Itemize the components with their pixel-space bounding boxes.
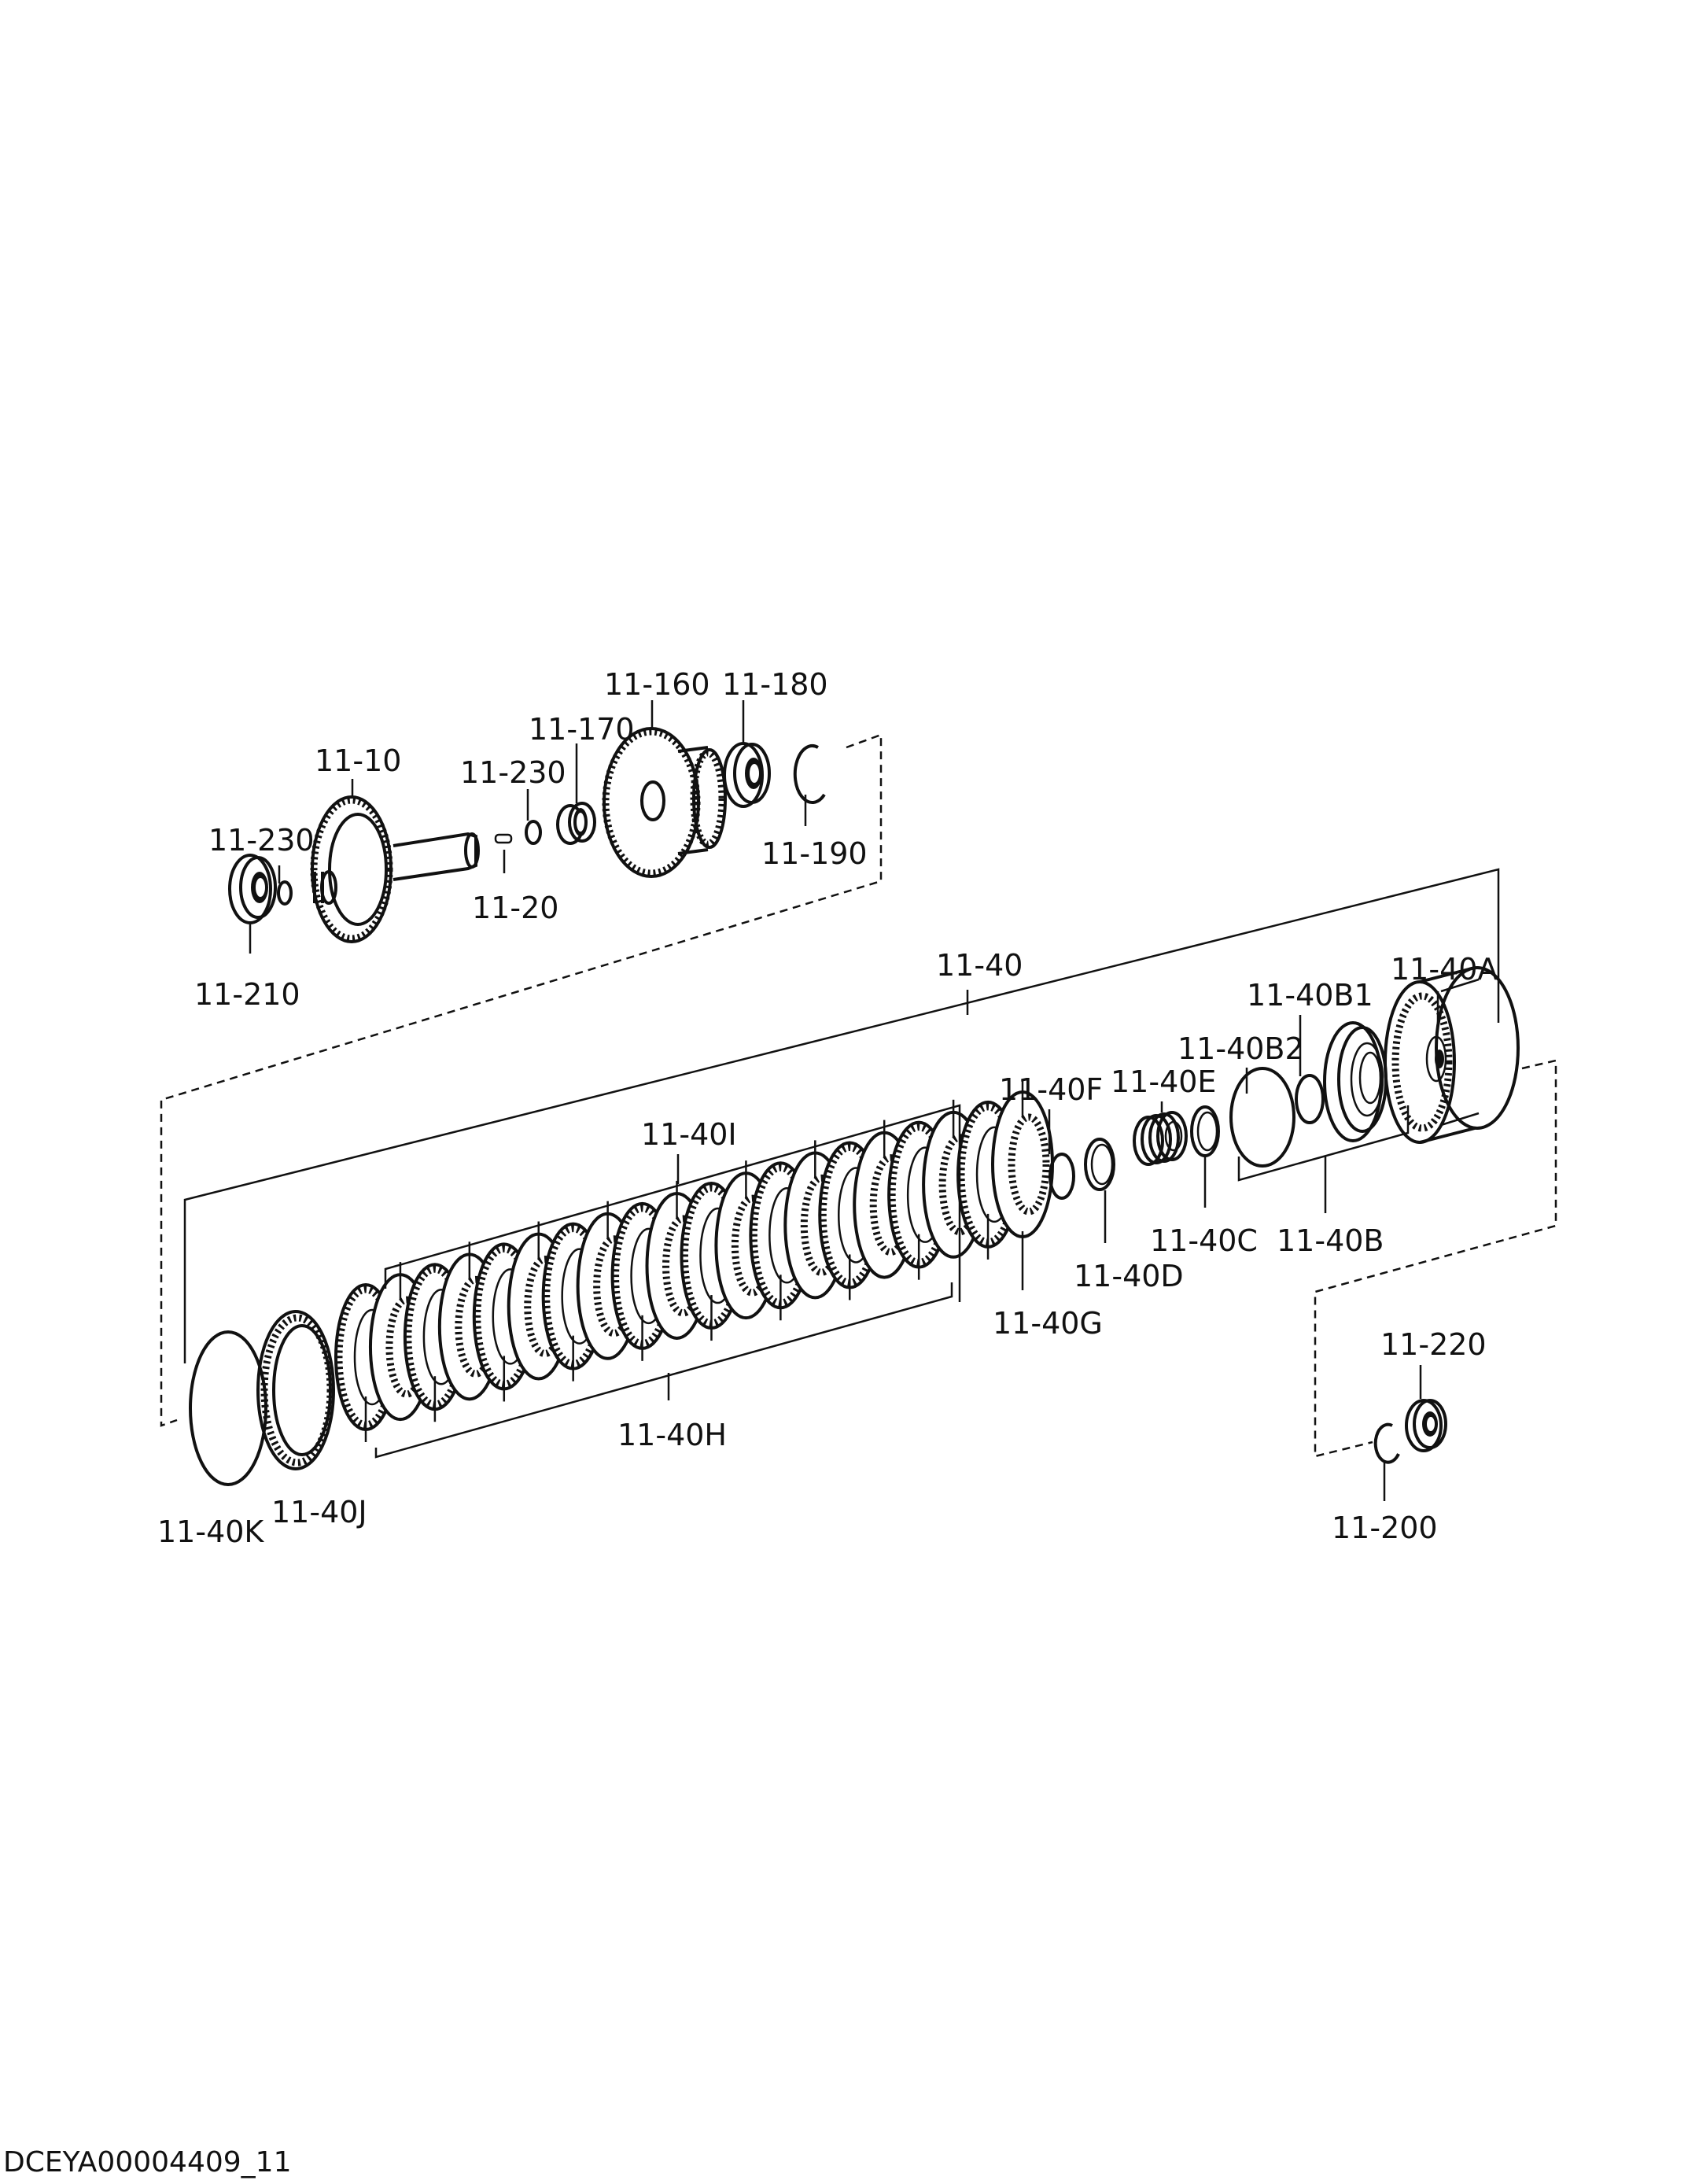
- gear-shaft-11-10[interactable]: [310, 795, 480, 943]
- label-11-160: 11-160: [604, 667, 710, 702]
- plate-tick-lines: [364, 1079, 1024, 1442]
- snap-ring-11-190[interactable]: [793, 744, 826, 804]
- part-labels: 11-10 11-230 11-210 11-20 11-230 11-170 …: [157, 667, 1498, 1549]
- dashed-guide-lower: [1314, 1059, 1557, 1458]
- label-11-20: 11-20: [472, 891, 558, 925]
- label-11-170: 11-170: [529, 712, 635, 747]
- ring-11-230-mid[interactable]: [525, 820, 542, 845]
- document-id: DCEYA00004409_11: [3, 2146, 291, 2178]
- bearing-11-220[interactable]: [1405, 1399, 1447, 1452]
- label-11-40I: 11-40I: [641, 1117, 737, 1152]
- ring-11-200[interactable]: [1373, 1422, 1400, 1464]
- bracket-11-40H: [374, 1282, 953, 1459]
- drum-11-40A[interactable]: [1384, 966, 1520, 1144]
- label-11-40E: 11-40E: [1111, 1064, 1216, 1099]
- label-11-40F: 11-40F: [999, 1072, 1103, 1107]
- label-11-40: 11-40: [936, 948, 1023, 983]
- bearing-11-180[interactable]: [723, 742, 771, 808]
- label-11-190: 11-190: [761, 836, 868, 871]
- seal-11-40B1[interactable]: [1295, 1074, 1325, 1124]
- label-11-40D: 11-40D: [1074, 1259, 1184, 1293]
- label-11-40H: 11-40H: [617, 1418, 727, 1452]
- bracket-11-40I: [384, 1104, 961, 1302]
- needle-bearing-11-170[interactable]: [556, 802, 596, 845]
- label-11-200: 11-200: [1332, 1511, 1438, 1545]
- spring-11-40E[interactable]: [1133, 1111, 1188, 1166]
- ring-11-40C[interactable]: [1190, 1105, 1220, 1157]
- bearing-11-210[interactable]: [228, 854, 277, 924]
- pressure-plate-11-40J[interactable]: [256, 1310, 335, 1470]
- upper-leaders: [249, 700, 807, 954]
- label-11-230-mid: 11-230: [460, 755, 566, 790]
- label-11-40J: 11-40J: [271, 1495, 367, 1529]
- label-11-220: 11-220: [1380, 1327, 1487, 1362]
- label-11-40B1: 11-40B1: [1247, 978, 1373, 1013]
- pin-11-20[interactable]: [494, 833, 513, 844]
- gear-11-160[interactable]: [602, 727, 727, 878]
- label-11-10: 11-10: [315, 743, 401, 778]
- ring-11-230-left[interactable]: [277, 880, 293, 906]
- label-11-40B2: 11-40B2: [1178, 1031, 1304, 1066]
- upper-shaft-assembly: [228, 727, 826, 943]
- label-11-40G: 11-40G: [993, 1306, 1103, 1341]
- label-11-40K: 11-40K: [157, 1514, 264, 1549]
- piston-11-40B[interactable]: [1323, 1021, 1388, 1142]
- label-11-210: 11-210: [194, 977, 300, 1012]
- label-11-230-left: 11-230: [208, 823, 315, 858]
- label-11-180: 11-180: [722, 667, 828, 702]
- ring-11-40F[interactable]: [1049, 1153, 1075, 1200]
- label-11-40B: 11-40B: [1277, 1223, 1384, 1258]
- seal-11-40B2[interactable]: [1229, 1067, 1295, 1168]
- o-ring-11-40K[interactable]: [189, 1330, 267, 1486]
- ring-11-40D[interactable]: [1084, 1138, 1115, 1191]
- dashed-guide-upper: [160, 733, 883, 1427]
- label-11-40A: 11-40A: [1391, 952, 1498, 987]
- label-11-40C: 11-40C: [1150, 1223, 1258, 1258]
- bracket-11-40: [183, 868, 1500, 1363]
